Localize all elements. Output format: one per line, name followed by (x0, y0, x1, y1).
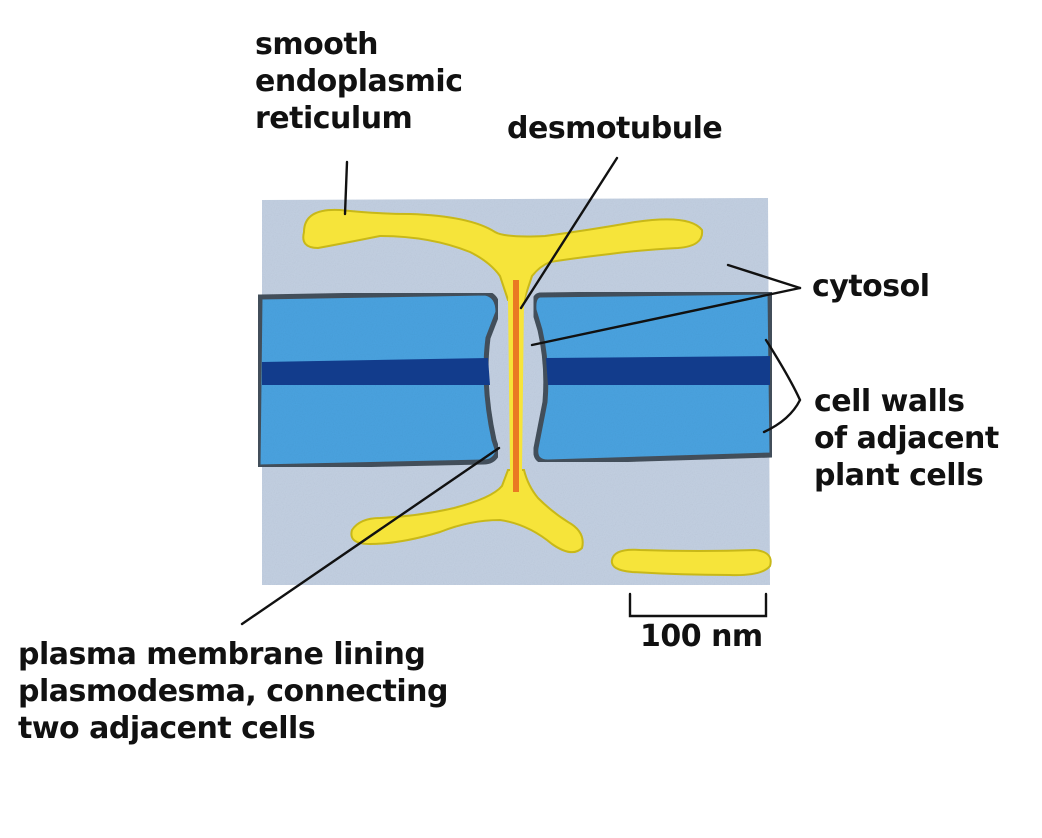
smooth-er-fragment (610, 548, 772, 577)
left-middle-lamella (262, 358, 490, 385)
label-cell-walls-line: plant cells (814, 458, 984, 494)
label-cytosol: cytosol (812, 269, 930, 304)
label-desmotubule: desmotubule (507, 111, 723, 146)
leader-lines (240, 156, 802, 626)
label-smooth-er-line: smooth (255, 27, 379, 62)
leader-cytosol-bottom (530, 286, 802, 347)
scale-bar (628, 592, 768, 618)
label-plasma-membrane-line: plasma membrane lining (18, 637, 426, 672)
leader-desmotubule (519, 156, 619, 310)
label-plasma-membrane-line: plasmodesma, connecting (18, 674, 448, 710)
label-plasma-membrane-line: two adjacent cells (18, 711, 316, 747)
leader-plasma-membrane (240, 446, 501, 626)
label-cell-walls-line: of adjacent (814, 421, 999, 457)
label-plasma-membrane: plasma membrane lining plasmodesma, conn… (18, 636, 448, 748)
label-smooth-er: smooth endoplasmic reticulum (255, 26, 463, 138)
label-cell-walls: cell walls of adjacent plant cells (814, 383, 999, 495)
label-smooth-er-line: endoplasmic (255, 64, 463, 100)
leader-cytosol-top (726, 263, 802, 290)
leader-cell-walls (762, 338, 802, 434)
label-cell-walls-line: cell walls (814, 384, 965, 419)
right-middle-lamella (546, 356, 770, 385)
smooth-er-top (302, 208, 704, 301)
label-scale-bar: 100 nm (640, 619, 763, 654)
leader-smooth-er (343, 160, 349, 216)
label-smooth-er-line: reticulum (255, 101, 413, 137)
